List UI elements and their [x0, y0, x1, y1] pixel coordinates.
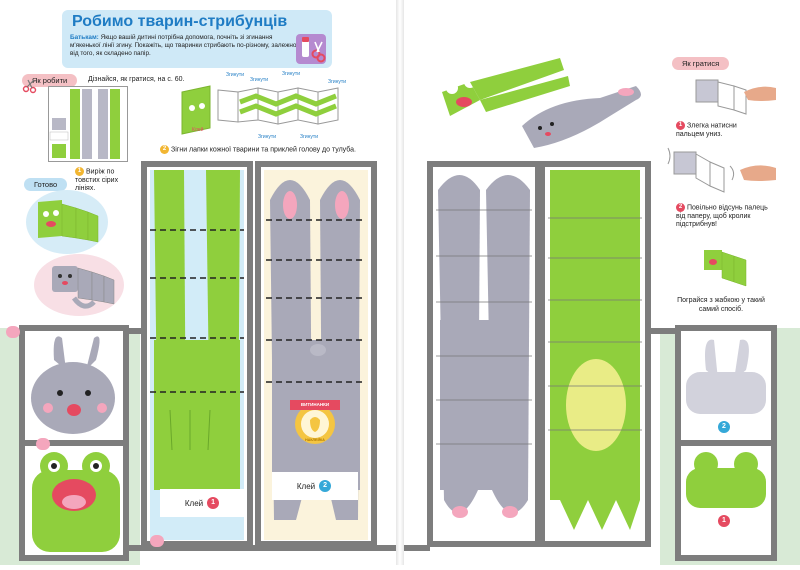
how-to-pill: Як робити	[22, 74, 78, 87]
ready-pill: Готово	[24, 178, 68, 191]
tab-number: 1	[718, 514, 730, 527]
fold-label: Згинути	[328, 79, 346, 85]
play-step1-text: Злегка натисни пальцем униз.	[676, 122, 737, 138]
book-spine	[396, 0, 404, 565]
play-step1-number: 1	[676, 121, 685, 130]
header-box	[62, 10, 332, 68]
glue-text: Клей	[184, 498, 204, 508]
tab-number: 2	[718, 420, 730, 433]
play-illustration-2	[666, 146, 780, 198]
fold-label: Згинути	[226, 72, 244, 78]
step1-number: 1	[75, 167, 84, 176]
scissors-marker-icon	[150, 535, 164, 547]
finished-frog-illustration	[26, 190, 108, 254]
play-step2-number: 2	[676, 203, 685, 212]
how-to-text: Дізнайся, як гратися, на с. 60.	[88, 76, 185, 83]
how-to-play-pill: Як гратися	[672, 57, 730, 70]
sticker-ribbon: ВИТИНАНКИ	[290, 400, 340, 410]
glue-sample-label: Клей	[192, 127, 204, 133]
play-step2-text: Повільно відсунь палець від паперу, щоб …	[676, 204, 768, 229]
fold-diagram	[180, 78, 350, 140]
right-cutout-sheet	[404, 160, 800, 565]
fold-label: Згинути	[250, 77, 268, 83]
tab-number-bunny: 2	[718, 418, 732, 436]
play-illustration-frog	[700, 244, 754, 290]
parents-label: Батькам:	[70, 34, 99, 41]
glue-text: Клей	[296, 481, 316, 491]
fold-label: Згинути	[258, 134, 276, 140]
step2-number: 2	[160, 145, 169, 154]
cutout-sheet-thumbnail	[48, 86, 128, 162]
finished-bunny-illustration	[34, 254, 124, 316]
parents-note: Батькам: Якщо вашій дитині потрібна допо…	[70, 34, 300, 59]
step1-text: Виріж по товстих сірих лініях.	[75, 168, 119, 193]
craft-supplies-icon	[296, 34, 326, 64]
fold-label: Згинути	[282, 71, 300, 77]
sticker-badge	[290, 392, 340, 448]
step2-text: Зігни лапки кожної тварини та приклей го…	[171, 146, 356, 154]
parents-text: Якщо вашій дитині потрібна допомога, поч…	[70, 34, 297, 58]
glue-number: 2	[319, 480, 332, 492]
sticker-label: НАКЛЕЙКА	[305, 438, 325, 442]
scissors-icon	[22, 78, 38, 94]
tab-number-frog: 1	[718, 512, 732, 530]
scissors-marker-icon	[36, 438, 50, 450]
glue-number: 1	[207, 497, 220, 509]
play-frog-text: Пограйся з жабкою у такий самий спосіб.	[677, 297, 765, 313]
play-illustration-1	[690, 74, 780, 116]
fold-label: Згинути	[300, 134, 318, 140]
scissors-marker-icon	[6, 326, 20, 338]
page-title: Робимо тварин-стрибунців	[72, 13, 288, 30]
frog-bunny-illustration	[440, 56, 650, 156]
